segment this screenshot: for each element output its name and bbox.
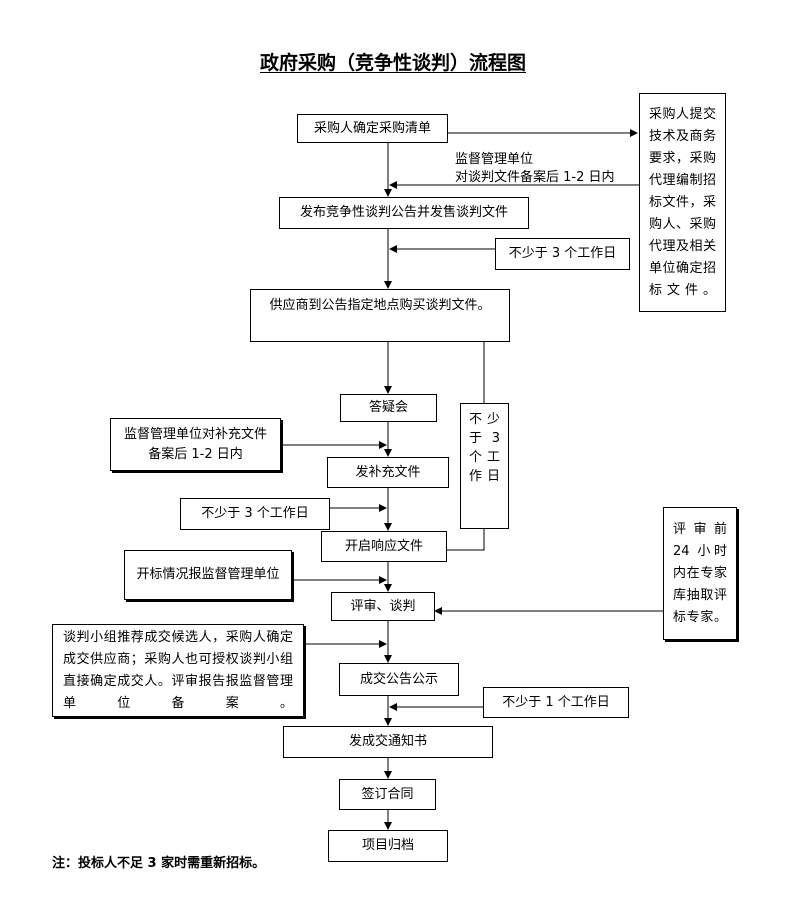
note-min-3-days-a: 不少于 3 个工作日: [495, 238, 630, 270]
note-supplement-record: 监督管理单位对补充文件备案后 1-2 日内: [110, 418, 281, 471]
note-bid-opening-report: 开标情况报监督管理单位: [124, 550, 292, 600]
step-q-and-a: 答疑会: [340, 394, 437, 422]
note-supervision-line1: 监督管理单位: [455, 152, 534, 167]
note-expert-selection: 评审前 24 小时内在专家库抽取评标专家。: [663, 507, 737, 640]
step-award-announcement: 成交公告公示: [339, 663, 459, 696]
step-award-notice: 发成交通知书: [283, 726, 493, 758]
bracket-note-s6: [447, 529, 485, 551]
note-min-1-day: 不少于 1 个工作日: [483, 687, 629, 718]
step-supplement-docs: 发补充文件: [327, 457, 449, 488]
step-review-negotiation: 评审、谈判: [331, 592, 435, 621]
note-tech-requirements: 采购人提交技术及商务要求，采购代理编制招标文件，采购人、采购代理及相关单位确定招…: [639, 93, 726, 312]
note-supervision-line2: 对谈判文件备案后 1-2 日内: [455, 170, 615, 185]
note-min-3-days-vertical: 不少于 3 个工作日: [460, 403, 509, 529]
note-min-3-days-b: 不少于 3 个工作日: [180, 498, 330, 530]
note-recommendation: 谈判小组推荐成交候选人，采购人确定成交供应商；采购人也可授权谈判小组直接确定成交…: [52, 624, 304, 717]
footnote: 注：投标人不足 3 家时需重新招标。: [52, 856, 266, 871]
step-publish-announcement: 发布竞争性谈判公告并发售谈判文件: [279, 197, 529, 229]
page-title: 政府采购（竞争性谈判）流程图: [259, 52, 526, 74]
step-project-archive: 项目归档: [328, 830, 448, 862]
step-confirm-purchase-list: 采购人确定采购清单: [297, 114, 448, 143]
step-purchase-documents: 供应商到公告指定地点购买谈判文件。: [250, 289, 510, 342]
step-sign-contract: 签订合同: [339, 779, 436, 810]
step-open-responses: 开启响应文件: [321, 531, 447, 562]
